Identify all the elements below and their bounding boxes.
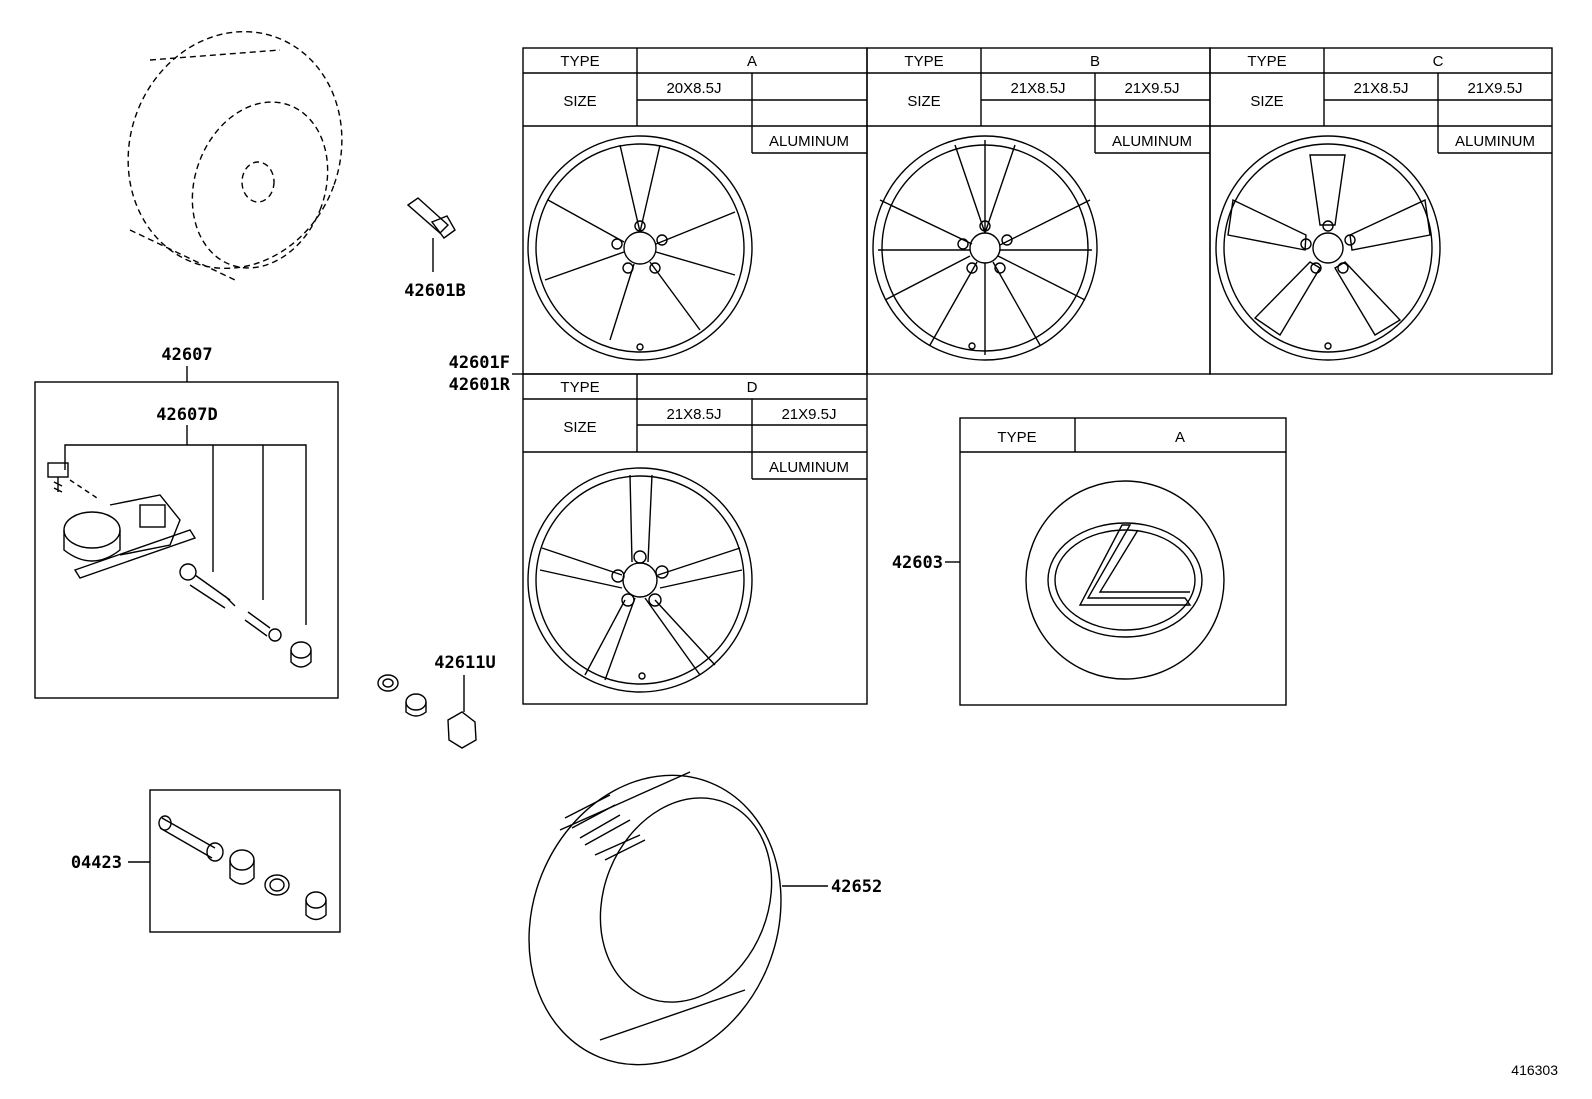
table-b-size-2: 21X9.5J (1124, 80, 1179, 97)
table-b-size-1: 21X8.5J (1010, 80, 1065, 97)
table-c-size-1: 21X8.5J (1353, 80, 1408, 97)
table-d-size-label: SIZE (563, 419, 596, 436)
center-cap-table (945, 417, 1287, 706)
wheel-table-c (1209, 47, 1553, 375)
table-b-material: ALUMINUM (1112, 133, 1192, 150)
table-d-type-label: TYPE (560, 379, 599, 396)
table-b-size-label: SIZE (907, 93, 940, 110)
table-c-size-label: SIZE (1250, 93, 1283, 110)
wheel-b-drawing (872, 135, 1098, 361)
cap-table-type-value: A (1175, 429, 1185, 446)
tpms-box (34, 366, 339, 699)
wheel-d-drawing (527, 467, 753, 693)
table-a-type-label: TYPE (560, 53, 599, 70)
callout-wheel-front: 42601F (449, 353, 510, 373)
wheel-c-drawing (1215, 135, 1441, 361)
center-cap-drawing (1025, 480, 1225, 680)
cap-table-type-label: TYPE (997, 429, 1036, 446)
callout-tpms-assembly: 42607 (161, 345, 212, 365)
callout-valve-cap: 42611U (434, 653, 495, 673)
callout-wheel-rear: 42601R (449, 375, 511, 395)
table-b-type-label: TYPE (904, 53, 943, 70)
table-a-material: ALUMINUM (769, 133, 849, 150)
callout-tpms-sensor: 42607D (156, 405, 217, 425)
valve-cap-parts (377, 674, 477, 749)
lug-bolt-drawing (406, 197, 456, 272)
spare-wheel-drawing (127, 30, 343, 281)
wheel-a-drawing (527, 135, 753, 361)
table-c-type-value: C (1433, 53, 1444, 70)
table-d-size-2: 21X9.5J (781, 406, 836, 423)
callout-valve-kit: 04423 (71, 853, 122, 873)
table-c-material: ALUMINUM (1455, 133, 1535, 150)
wheel-table-d (522, 373, 868, 705)
table-c-size-2: 21X9.5J (1467, 80, 1522, 97)
table-c-type-label: TYPE (1247, 53, 1286, 70)
callout-lug-bolt: 42601B (404, 281, 465, 301)
table-a-size-1: 20X8.5J (666, 80, 721, 97)
table-d-size-1: 21X8.5J (666, 406, 721, 423)
figure-id: 416303 (1511, 1062, 1558, 1078)
tire-drawing (528, 771, 828, 1066)
table-a-type-value: A (747, 53, 757, 70)
table-b-type-value: B (1090, 53, 1100, 70)
table-a-size-label: SIZE (563, 93, 596, 110)
callout-tire: 42652 (831, 877, 882, 897)
table-d-type-value: D (747, 379, 758, 396)
table-d-material: ALUMINUM (769, 459, 849, 476)
callout-center-cap: 42603 (892, 553, 943, 573)
valve-kit-box (128, 789, 341, 933)
